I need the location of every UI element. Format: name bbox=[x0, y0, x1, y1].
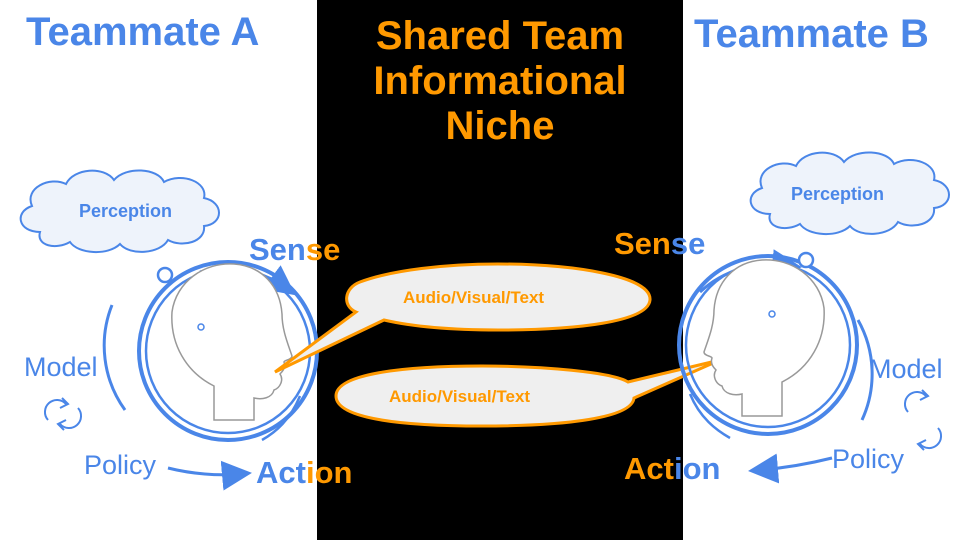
model-label-a: Model bbox=[24, 352, 98, 382]
sense-label-b-part1: Sen bbox=[614, 226, 671, 261]
head-profile-icon bbox=[171, 263, 293, 421]
thought-dot-large-a bbox=[156, 266, 174, 284]
cycle-arrows-icon bbox=[43, 397, 83, 431]
model-arc-a bbox=[102, 304, 127, 411]
teammate-a-title: Teammate A bbox=[26, 10, 260, 54]
action-label-a-part1: Act bbox=[256, 455, 306, 490]
action-label-a-part2: ion bbox=[305, 455, 353, 490]
bubble-top-label: Audio/Visual/Text bbox=[403, 288, 545, 307]
perception-label-a: Perception bbox=[79, 201, 173, 221]
action-label-b-part2: ion bbox=[673, 451, 721, 486]
speech-bubbles bbox=[274, 262, 721, 428]
sense-label-a: Sense bbox=[249, 234, 340, 265]
sense-label-b-part2: se bbox=[670, 226, 706, 261]
sense-label-a-part1: Sen bbox=[249, 232, 306, 267]
model-arc-b bbox=[856, 319, 874, 421]
perception-cloud-b bbox=[749, 151, 950, 235]
model-label-b: Model bbox=[869, 354, 943, 384]
action-label-b-part1: Act bbox=[624, 451, 674, 486]
sense-action-ring-b bbox=[677, 254, 859, 436]
action-label-a: Action bbox=[256, 457, 352, 488]
niche-line-2: Informational bbox=[373, 58, 627, 103]
cycle-arrows-icon bbox=[903, 389, 943, 451]
policy-label-b: Policy bbox=[832, 444, 905, 474]
action-arrow-a bbox=[261, 395, 302, 442]
teammate-a-group bbox=[19, 169, 319, 491]
policy-label-a: Policy bbox=[84, 450, 157, 480]
sense-label-b: Sense bbox=[614, 228, 705, 259]
head-profile-icon bbox=[703, 259, 825, 417]
sense-label-a-part2: se bbox=[305, 232, 341, 267]
perception-label-b: Perception bbox=[791, 184, 885, 204]
shared-niche-title: Shared Team Informational Niche bbox=[317, 14, 683, 148]
niche-line-3: Niche bbox=[445, 103, 555, 148]
policy-arrow-b bbox=[748, 453, 833, 484]
teammate-b-title: Teammate B bbox=[694, 12, 929, 56]
action-label-b: Action bbox=[624, 453, 720, 484]
speech-bubble-bottom bbox=[334, 358, 721, 428]
bubble-bottom-label: Audio/Visual/Text bbox=[389, 387, 531, 406]
speech-bubble-top bbox=[274, 262, 652, 374]
niche-line-1: Shared Team bbox=[375, 14, 625, 58]
thought-dot-large-b bbox=[797, 251, 815, 269]
policy-arrow-a bbox=[167, 460, 252, 491]
action-arrow-b bbox=[688, 393, 731, 440]
teammate-b-group bbox=[677, 151, 950, 484]
perception-cloud-a bbox=[19, 169, 220, 253]
